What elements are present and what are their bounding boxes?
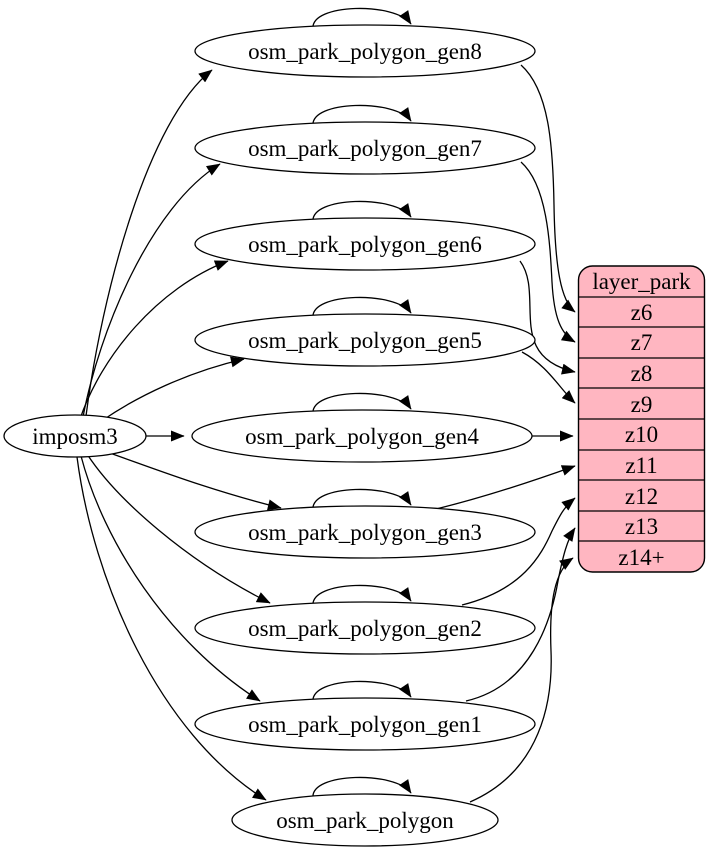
self-loop-gen2 [312, 584, 412, 607]
layer-row-z9: z9 [631, 392, 653, 417]
self-loop-gen1 [312, 680, 412, 703]
gen2-label: osm_park_polygon_gen2 [248, 616, 482, 641]
gen1-label: osm_park_polygon_gen1 [248, 712, 482, 737]
edge-imposm3-to-gen7 [82, 163, 221, 418]
node-osm-park-polygon-gen6: osm_park_polygon_gen6 [194, 217, 536, 271]
gen3-label: osm_park_polygon_gen3 [248, 520, 482, 545]
edge-imposm3-to-gen1 [80, 455, 261, 702]
edge-gen7-to-z7 [520, 161, 576, 343]
gen6-label: osm_park_polygon_gen6 [248, 232, 482, 257]
self-loop-gen6 [312, 200, 412, 223]
node-osm-park-polygon-gen3: osm_park_polygon_gen3 [194, 505, 536, 559]
gen8-ellipse [194, 24, 536, 78]
polygon-ellipse [231, 793, 499, 847]
edges-to-layer [431, 64, 576, 803]
node-osm-park-polygon-gen8: osm_park_polygon_gen8 [194, 24, 536, 78]
gen7-ellipse [194, 121, 536, 175]
layer-row-z10: z10 [625, 422, 658, 447]
edge-imposm3-to-polygon [76, 456, 267, 801]
edge-gen2-to-z12 [461, 497, 576, 606]
edge-imposm3-to-gen2 [86, 453, 271, 604]
gen6-ellipse [194, 217, 536, 271]
gen5-label: osm_park_polygon_gen5 [248, 328, 482, 353]
gen3-ellipse [194, 505, 536, 559]
edge-gen5-to-z9 [521, 351, 576, 404]
edges-from-source [76, 69, 282, 801]
self-loop-gen4 [312, 392, 412, 415]
node-osm-park-polygon-gen5: osm_park_polygon_gen5 [194, 313, 536, 367]
layer-row-z13: z13 [625, 514, 658, 539]
edge-gen1-to-z13 [465, 527, 576, 702]
self-loop-gen5 [312, 296, 412, 319]
layer-row-z8: z8 [631, 361, 653, 386]
self-loop-gen7 [312, 104, 412, 127]
gen1-ellipse [194, 697, 536, 751]
self-loops [312, 7, 412, 799]
imposm3-ellipse [3, 414, 147, 458]
gen4-label: osm_park_polygon_gen4 [245, 424, 479, 449]
layer-row-z6: z6 [631, 300, 653, 325]
node-osm-park-polygon-gen7: osm_park_polygon_gen7 [194, 121, 536, 175]
layer-row-z12: z12 [625, 484, 658, 509]
layer-park-title: layer_park [592, 269, 691, 294]
node-osm-park-polygon-gen1: osm_park_polygon_gen1 [194, 697, 536, 751]
self-loop-gen8 [312, 7, 412, 30]
edge-imposm3-to-gen3 [103, 450, 282, 511]
self-loop-polygon [312, 776, 412, 799]
edge-gen6-to-z8 [519, 260, 576, 375]
gen2-ellipse [194, 601, 536, 655]
gen5-ellipse [194, 313, 536, 367]
layer-row-z11: z11 [625, 453, 657, 478]
gen4-ellipse [191, 409, 533, 463]
layer-row-z7: z7 [631, 330, 653, 355]
imposm3-label: imposm3 [32, 424, 118, 449]
polygon-label: osm_park_polygon [276, 808, 454, 833]
gen7-label: osm_park_polygon_gen7 [248, 136, 482, 161]
layer-row-z14plus: z14+ [618, 545, 664, 570]
node-imposm3: imposm3 [3, 414, 147, 458]
edge-imposm3-to-gen6 [79, 260, 229, 420]
edge-imposm3-to-gen8 [85, 69, 213, 417]
node-osm-park-polygon-gen4: osm_park_polygon_gen4 [191, 409, 533, 463]
edge-gen8-to-z6 [520, 64, 576, 313]
gen8-label: osm_park_polygon_gen8 [248, 39, 482, 64]
self-loop-gen3 [312, 488, 412, 511]
node-osm-park-polygon: osm_park_polygon [231, 793, 499, 847]
edge-polygon-to-z14plus [469, 557, 574, 803]
edge-gen3-to-z11 [431, 465, 576, 511]
node-layer-park: layer_park z6 z7 z8 z9 z10 z11 z12 z13 z… [577, 265, 706, 573]
node-osm-park-polygon-gen2: osm_park_polygon_gen2 [194, 601, 536, 655]
edge-imposm3-to-gen5 [102, 356, 245, 421]
